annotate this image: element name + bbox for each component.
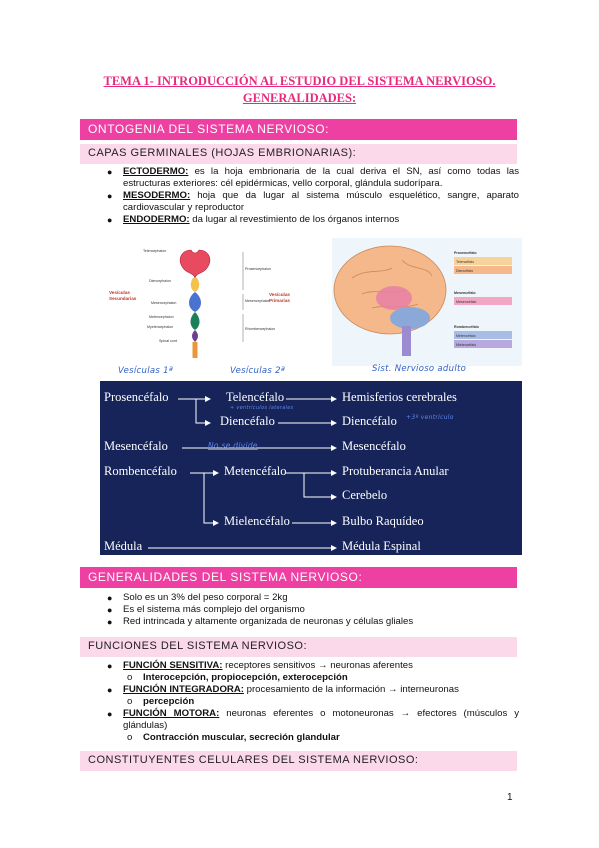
diagram-metencefalo: Metencéfalo — [224, 464, 287, 478]
diagram-telencefalo: Telencéfalo — [226, 390, 285, 404]
bullet-icon: ● — [107, 709, 113, 719]
list-item: ●ENDODERMO: da lugar al revestimiento de… — [107, 214, 400, 225]
label-rombencefalo: Rombencéfalo — [454, 325, 480, 329]
section-header-ontogenia: ONTOGENIA DEL SISTEMA NERVIOSO: — [80, 119, 517, 140]
subsection-header-funciones: FUNCIONES DEL SISTEMA NERVIOSO: — [80, 637, 517, 657]
label-myelencephalon: Myelencephalon — [147, 325, 173, 329]
document-title: TEMA 1- INTRODUCCIÓN AL ESTUDIO DEL SIST… — [0, 73, 599, 107]
diagram-bulbo: Bulbo Raquídeo — [342, 514, 424, 528]
handwritten-vesiculas-1: Vesículas 1ª — [118, 366, 174, 376]
label-prosencephalon: Prosencephalon — [245, 267, 271, 271]
circle-bullet-icon: o — [127, 732, 133, 743]
bullet-icon: ● — [107, 215, 113, 225]
label-mesencefalo-2: Mesencéfalo — [456, 300, 476, 304]
handwritten-hemisf-note: + ventrículos laterales — [230, 405, 294, 411]
bullet-icon: ● — [107, 167, 113, 177]
label-diencephalon: Diencephalon — [149, 279, 171, 283]
label-prosencefalo: Prosencéfalo — [454, 251, 477, 255]
diagram-mesencefalo: Mesencéfalo — [104, 439, 168, 453]
label-mielencefalo: Mielencéfalo — [456, 343, 476, 347]
circle-bullet-icon: o — [127, 672, 133, 683]
list-item: ●Red intrincada y altamente organizada d… — [107, 616, 414, 627]
handwritten-vesiculas-2: Vesículas 2ª — [230, 366, 286, 376]
title-line-1: TEMA 1- INTRODUCCIÓN AL ESTUDIO DEL SIST… — [103, 74, 496, 88]
label-diencefalo: Diencéfalo — [456, 269, 473, 273]
subsection-header-capas: CAPAS GERMINALES (HOJAS EMBRIONARIAS): — [80, 144, 517, 164]
capas-list: ●ECTODERMO: es la hoja embrionaria de la… — [107, 166, 519, 226]
label-mesencefalo: Mesencéfalo — [454, 291, 476, 295]
handwritten-no-se-divide: No se divide — [208, 441, 258, 450]
diagram-medula-espinal: Médula Espinal — [342, 539, 421, 553]
handwritten-tercer-ventriculo: +3º ventrículo — [406, 414, 454, 421]
list-item: ●FUNCIÓN SENSITIVA: receptores sensitivo… — [107, 660, 413, 671]
list-item: ●ECTODERMO: es la hoja embrionaria de la… — [107, 166, 519, 189]
subsection-header-constituyentes: CONSTITUYENTES CELULARES DEL SISTEMA NER… — [80, 751, 517, 771]
diagram-protuberancia: Protuberancia Anular — [342, 464, 449, 478]
label-metencephalon: Metencephalon — [149, 315, 174, 319]
list-item: ●MESODERMO: hoja que da lugar al sistema… — [107, 190, 519, 213]
label-mesencephalon: Mesencephalon — [151, 301, 176, 305]
label-metencefalo: Metencéfalo — [456, 334, 476, 338]
bullet-icon: ● — [107, 605, 113, 615]
vesicles-illustration: Prosencephalon Mesencephalon Rhombenceph… — [109, 249, 290, 358]
list-item: ●Es el sistema más complejo del organism… — [107, 604, 305, 615]
list-item: ●FUNCIÓN MOTORA: neuronas eferentes o mo… — [107, 708, 519, 731]
label-spinal-cord: Spinal cord — [159, 339, 177, 343]
label-telencephalon: Telencephalon — [143, 249, 166, 253]
handwritten-sist-nervioso: Sist. Nervioso adulto — [372, 364, 467, 374]
label-telencefalo: Telencéfalo — [456, 260, 474, 264]
generalidades-list: ●Solo es un 3% del peso corporal = 2kg ●… — [107, 592, 519, 628]
diagram-hemisferios: Hemisferios cerebrales — [342, 390, 457, 404]
funciones-list: ●FUNCIÓN SENSITIVA: receptores sensitivo… — [107, 660, 519, 744]
diagram-prosencefalo: Prosencéfalo — [104, 390, 169, 404]
brain-divisions-diagram: Prosencéfalo Telencéfalo Hemisferios cer… — [100, 381, 522, 555]
diagram-mielencefalo: Mielencéfalo — [224, 514, 290, 528]
title-line-2: GENERALIDADES: — [242, 91, 357, 105]
bullet-icon: ● — [107, 617, 113, 627]
diagram-cerebelo: Cerebelo — [342, 488, 388, 502]
diagram-arrows — [148, 396, 337, 551]
diagram-mesencefalo-adult: Mesencéfalo — [342, 439, 406, 453]
label-mesencephalon-right: Mesencephalon — [245, 299, 270, 303]
embryonic-vesicles-figure: Prosencephalon Mesencephalon Rhombenceph… — [103, 238, 301, 358]
diagram-diencefalo: Diencéfalo — [220, 414, 275, 428]
diagram-rombencefalo: Rombencéfalo — [104, 464, 177, 478]
list-item: ●Solo es un 3% del peso corporal = 2kg — [107, 592, 288, 603]
list-item: ●FUNCIÓN INTEGRADORA: procesamiento de l… — [107, 684, 459, 695]
section-header-generalidades: GENERALIDADES DEL SISTEMA NERVIOSO: — [80, 567, 517, 588]
bullet-icon: ● — [107, 685, 113, 695]
bullet-icon: ● — [107, 661, 113, 671]
diagram-medula: Médula — [104, 539, 143, 553]
bullet-icon: ● — [107, 593, 113, 603]
diagram-diencefalo-adult: Diencéfalo — [342, 414, 397, 428]
brain-illustration: Prosencéfalo Telencéfalo Diencéfalo Mese… — [332, 238, 522, 366]
circle-bullet-icon: o — [127, 696, 133, 707]
page-number: 1 — [507, 792, 513, 803]
label-rhombencephalon: Rhombencephalon — [245, 327, 275, 331]
adult-brain-figure: Prosencéfalo Telencéfalo Diencéfalo Mese… — [332, 238, 522, 366]
bullet-icon: ● — [107, 191, 113, 201]
